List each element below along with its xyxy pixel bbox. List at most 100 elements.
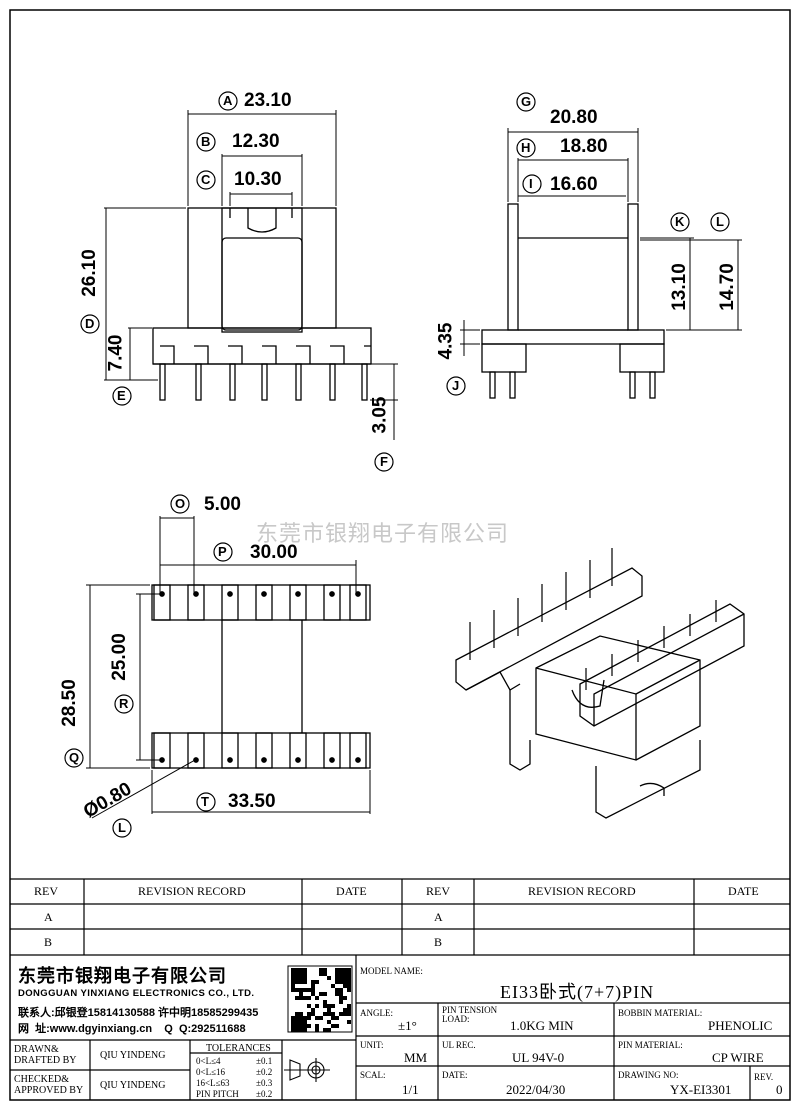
dim-p-value: 30.00 [250,542,298,563]
model-name-value: EI33卧式(7+7)PIN [500,982,655,1002]
rev-header-1: REV [34,884,58,898]
pin-material-value: CP WIRE [712,1050,764,1065]
pin-hole [193,757,199,763]
tol-range-4: PIN PITCH [196,1089,239,1099]
scale-value: 1/1 [402,1082,419,1097]
dim-j-value: 4.35 [435,322,457,360]
dim-d-value: 26.10 [78,249,100,297]
checked-by-value: QIU YINDENG [100,1080,166,1091]
label-l: L [716,214,724,229]
pin-holder [221,732,239,769]
model-name-label: MODEL NAME: [360,966,423,976]
label-k: K [675,214,685,229]
dim-t-value: 33.50 [228,791,276,812]
rev-row-b-right: B [434,935,443,949]
drawing-no-label: DRAWING NO: [618,1070,679,1080]
pin-holder [255,584,273,621]
label-r: R [119,696,129,711]
rev-label: REV. [754,1072,774,1082]
pin-holder [153,584,171,621]
pin-hole [261,757,267,763]
rev-value: 0 [776,1082,783,1097]
label-g: G [521,94,532,109]
checked-label: CHECKED& APPROVED BY [14,1074,84,1096]
rev-header-2: REVISION RECORD [138,884,246,898]
label-d: D [85,316,95,331]
qr-code [287,965,353,1033]
dim-pin-value: Ø0.80 [79,778,136,823]
rev-header-3: DATE [336,884,367,898]
dim-h-value: 18.80 [560,136,608,157]
front-view [104,110,398,440]
pin-holder [289,732,307,769]
sheet-border [9,9,791,1101]
pin-holder [289,584,307,621]
dim-q-value: 28.50 [58,679,80,727]
dim-c-value: 10.30 [234,169,282,190]
pin-material-label: PIN MATERIAL: [618,1040,683,1050]
rev-row-b-left: B [44,935,53,949]
bobbin-material-value: PHENOLIC [708,1018,773,1033]
pin-hole [227,591,233,597]
company-name-cn: 东莞市银翔电子有限公司 [18,966,227,986]
label-e: E [117,388,126,403]
label-p: P [218,544,227,559]
pin-hole [227,757,233,763]
tol-value-2: ±0.2 [256,1067,273,1077]
pin-holder [323,584,341,621]
label-q: Q [69,750,80,765]
angle-label: ANGLE: [360,1008,393,1018]
tol-value-1: ±0.1 [256,1056,273,1066]
dim-b-value: 12.30 [232,131,280,152]
tolerances-label: TOLERANCES [206,1043,271,1054]
angle-value: ±1° [398,1018,417,1033]
rev-header-4: REV [426,884,450,898]
ul-rec-label: UL REC. [442,1040,476,1050]
pin-hole [261,591,267,597]
label-circles [64,91,730,838]
pin-holder [221,584,239,621]
pin-holder [323,732,341,769]
pin-holder [187,584,205,621]
projection-symbol-icon [284,1058,330,1082]
tol-value-3: ±0.3 [256,1078,273,1088]
dim-k-value: 13.10 [668,263,690,311]
date-value: 2022/04/30 [506,1082,566,1097]
side-view [460,128,742,399]
pin-holder [349,584,367,621]
dim-o-value: 5.00 [204,494,241,515]
date-label: DATE: [442,1070,468,1080]
tol-range-3: 16<L≤63 [196,1078,230,1088]
rev-row-a-left: A [44,910,53,924]
label-c: C [201,172,211,187]
label-pin: L [118,820,126,835]
pin-holder [153,732,171,769]
pin-tension-label: PIN TENSION LOAD: [442,1005,498,1024]
dim-a-value: 23.10 [244,90,292,111]
company-contact: 联系人:邱银登15814130588 许中明18585299435 [18,1007,259,1019]
pin-holder [255,732,273,769]
tol-value-4: ±0.2 [256,1089,273,1099]
label-t: T [201,794,209,809]
pin-hole [295,591,301,597]
pin-hole [329,591,335,597]
label-i: I [529,176,533,191]
ul-rec-value: UL 94V-0 [512,1050,565,1065]
label-o: O [175,496,186,511]
dim-i-value: 16.60 [550,174,598,195]
dim-l-value: 14.70 [716,263,738,311]
unit-label: UNIT: [360,1040,384,1050]
dim-r-value: 25.00 [108,633,130,681]
rev-header-5: REVISION RECORD [528,884,636,898]
drawn-label: DRAWN& DRAFTED BY [14,1044,77,1066]
bobbin-material-label: BOBBIN MATERIAL: [618,1008,703,1018]
bottom-view [86,516,371,819]
scale-label: SCAL: [360,1070,386,1080]
dim-e-value: 7.40 [105,334,127,372]
tol-range-2: 0<L≤16 [196,1067,226,1077]
unit-value: MM [404,1050,428,1065]
label-f: F [380,454,388,469]
dim-g-value: 20.80 [550,107,598,128]
